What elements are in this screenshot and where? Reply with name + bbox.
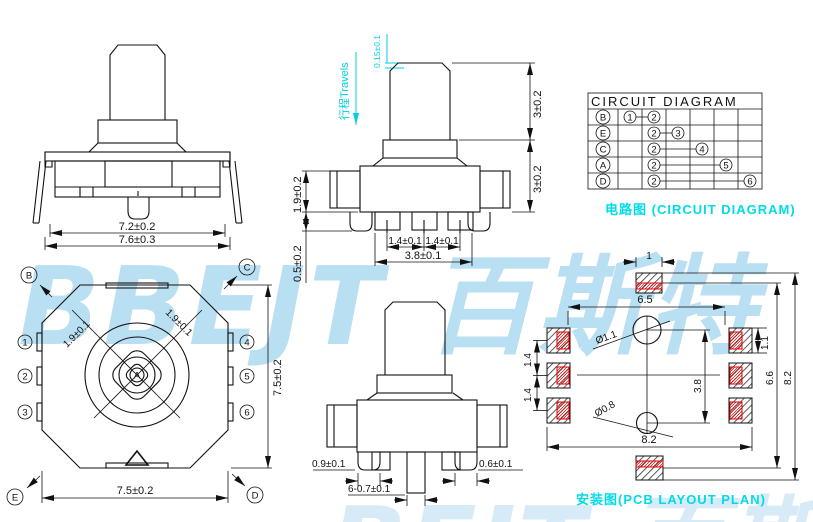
dim-pad-h-label: 1.1 [760,336,771,350]
body-octagon [41,284,229,469]
pcb-layout-caption: 安装图(PCB LAYOUT PLAN) [576,492,766,507]
side-view: 行程Travels 0.15±0.1 [292,34,544,283]
dim-hole-span-label: 3.8 [693,379,704,393]
dim-right-pin-label: 0.6±0.1 [479,459,513,470]
pcb-pad-solder-areas [556,282,743,468]
dim-pins-label: 6-0.7±0.1 [348,484,391,495]
dim-width-label: 7.5±0.2 [117,485,154,497]
dim-span-label: 3.8±0.1 [405,250,442,262]
direction-label-tl: B [26,271,32,282]
dim-outer-width-label: 7.6±0.3 [119,234,156,246]
pin-label: 4 [244,338,249,349]
stem-outline [389,62,451,141]
circuit-connections [595,109,757,189]
body-window [104,160,173,188]
bottom-view-dimensions [313,469,523,506]
bottom-side-view: 0.9±0.1 0.6±0.1 6-0.7±0.1 [312,301,523,506]
center-label: A [134,371,141,382]
left-wing [326,404,358,448]
dim-pitch-b-label: 1.4 [523,388,534,402]
stem-outline [109,44,166,121]
right-foot [234,160,243,224]
top-view: B C E D 1 2 3 4 5 6 A 1.9±0.1 1.9±0.1 7.… [6,258,284,506]
circuit-diagram: CIRCUIT DIAGRAM B E C A D 1 2 2 3 2 4 2 … [587,92,763,190]
pin-label: 1 [22,338,27,349]
side-view-body [329,62,511,233]
dim-pad-w-label: 1 [646,251,652,262]
left-wing [329,170,361,209]
center-actuator [129,367,145,383]
terminal-label: A [600,161,607,172]
dim-span-v-label: 6.6 [765,371,776,385]
contact-label: 2 [651,177,656,188]
dim-foot-label: 0.5±0.2 [292,245,304,282]
dim-key-right-label: 1.9±0.1 [163,307,195,339]
pin-label: 3 [22,408,27,419]
dim-total-v-label: 8.2 [783,371,794,385]
dim-span-h-label: 6.5 [637,294,652,306]
contact-label: 6 [747,177,752,188]
contact-label: 2 [651,113,656,124]
center-pin [127,197,150,220]
top-plate [44,151,231,162]
left-foot [357,452,381,471]
pin-label: 2 [22,372,27,383]
contact-label: 5 [723,161,728,172]
pad-bottom [635,455,664,481]
dim-hole-bottom-label: Ø0.8 [593,399,618,420]
terminal-label: C [600,145,607,156]
right-foot [454,452,478,471]
dim-body-height-label: 3±0.2 [532,166,544,193]
dim-height-label: 7.5±0.2 [272,359,284,396]
travel-dim-label: 0.15±0.1 [372,35,382,68]
dim-flange-label: 1.9±0.2 [292,176,304,213]
stem-outline [384,301,446,376]
terminal-label: B [600,113,606,124]
direction-label-br: D [252,491,259,502]
right-foot [467,212,491,232]
front-view: 7.2±0.2 7.6±0.3 [32,44,243,250]
body-outline [356,399,478,453]
bottom-view-body [326,301,508,494]
circuit-table-title: CIRCUIT DIAGRAM [591,94,738,109]
top-view-dimensions [6,258,272,506]
dim-pitch-b-label: 1.4±0.1 [425,236,459,247]
right-wing [479,170,511,209]
stem-collar [376,374,453,394]
dim-key-left-label: 1.9±0.1 [61,318,93,350]
contact-label: 2 [651,161,656,172]
right-wing [476,404,508,448]
front-view-dimensions [44,224,231,250]
stem-collar [97,119,178,144]
circuit-diagram-caption: 电路图 (CIRCUIT DIAGRAM) [605,202,796,217]
terminal-label: D [600,177,607,188]
contact-label: 2 [651,145,656,156]
direction-label-tr: C [244,263,251,274]
contact-label: 1 [627,113,632,124]
contact-label: 2 [651,129,656,140]
pin-label: 6 [244,408,249,419]
dim-inner-width-label: 7.2±0.2 [119,221,156,233]
pcb-dimensions [533,257,799,481]
left-foot [349,212,373,232]
dim-pitch-a-label: 1.4±0.1 [388,236,422,247]
dim-left-pin-label: 0.9±0.1 [312,459,346,470]
stem-collar [382,139,458,159]
direction-label-bl: E [12,493,18,504]
center-pin [406,451,426,494]
pcb-layout: 1 6.5 Ø1.1 Ø0.8 3.8 1.4 1.4 1.1 6.6 8.2 … [523,251,799,481]
contact-label: 3 [675,129,680,140]
pin-label: 5 [244,372,249,383]
front-view-body [32,44,243,224]
dim-total-h-label: 8.2 [641,434,656,446]
body-outline [359,165,481,213]
left-foot [32,160,41,224]
side-view-dimensions [302,62,535,283]
terminal-label: E [600,129,606,140]
contact-label: 4 [699,145,704,156]
travel-label: 行程Travels [338,62,351,120]
dim-stem-height-label: 3±0.2 [532,91,544,118]
dim-pitch-a-label: 1.4 [523,353,534,367]
orientation-mark [124,449,150,466]
